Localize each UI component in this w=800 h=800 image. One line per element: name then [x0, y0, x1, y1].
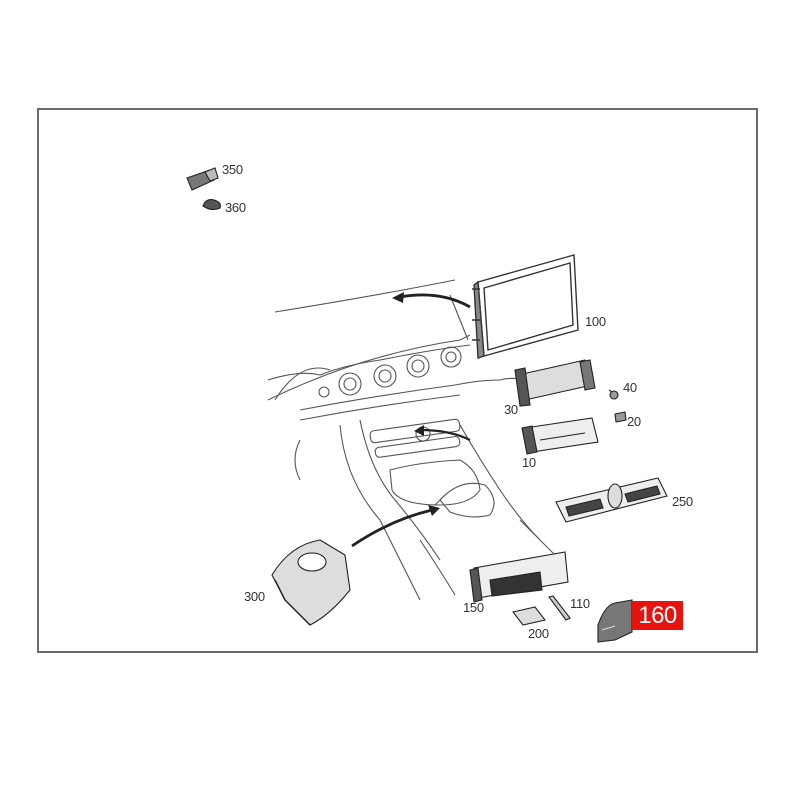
part-label-160-highlighted: 160: [632, 601, 683, 630]
part-label-150: 150: [463, 600, 484, 615]
assembly-arrows: [351, 293, 471, 548]
part-label-20: 20: [627, 414, 641, 429]
part-label-360: 360: [225, 200, 246, 215]
part-label-200: 200: [528, 626, 549, 641]
part-360: [202, 199, 221, 211]
air-vents: [318, 346, 462, 398]
part-label-250: 250: [672, 494, 693, 509]
part-100-screen-frame: [472, 254, 579, 359]
part-label-40: 40: [623, 380, 637, 395]
part-250-climate-panel: [555, 477, 668, 523]
part-10-control-unit: [521, 417, 599, 455]
part-20-clip: [614, 411, 627, 423]
part-300-controller: [271, 539, 351, 626]
part-110-trim-strip: [548, 595, 571, 621]
part-label-300: 300: [244, 589, 265, 604]
part-label-350: 350: [222, 162, 243, 177]
part-350: [186, 167, 219, 191]
part-40-screw: [608, 389, 619, 400]
part-200-insert-plate: [512, 606, 546, 626]
part-label-100: 100: [585, 314, 606, 329]
part-30-bracket: [514, 359, 596, 407]
part-160: [597, 599, 633, 643]
dashboard-outline: [267, 279, 561, 601]
center-stack: [369, 418, 461, 458]
part-label-10: 10: [522, 455, 536, 470]
part-150-switch-panel: [469, 551, 569, 603]
diagram-frame: [37, 108, 758, 653]
part-label-110: 110: [570, 596, 590, 611]
part-label-30: 30: [504, 402, 518, 417]
gear-selector: [434, 482, 495, 518]
